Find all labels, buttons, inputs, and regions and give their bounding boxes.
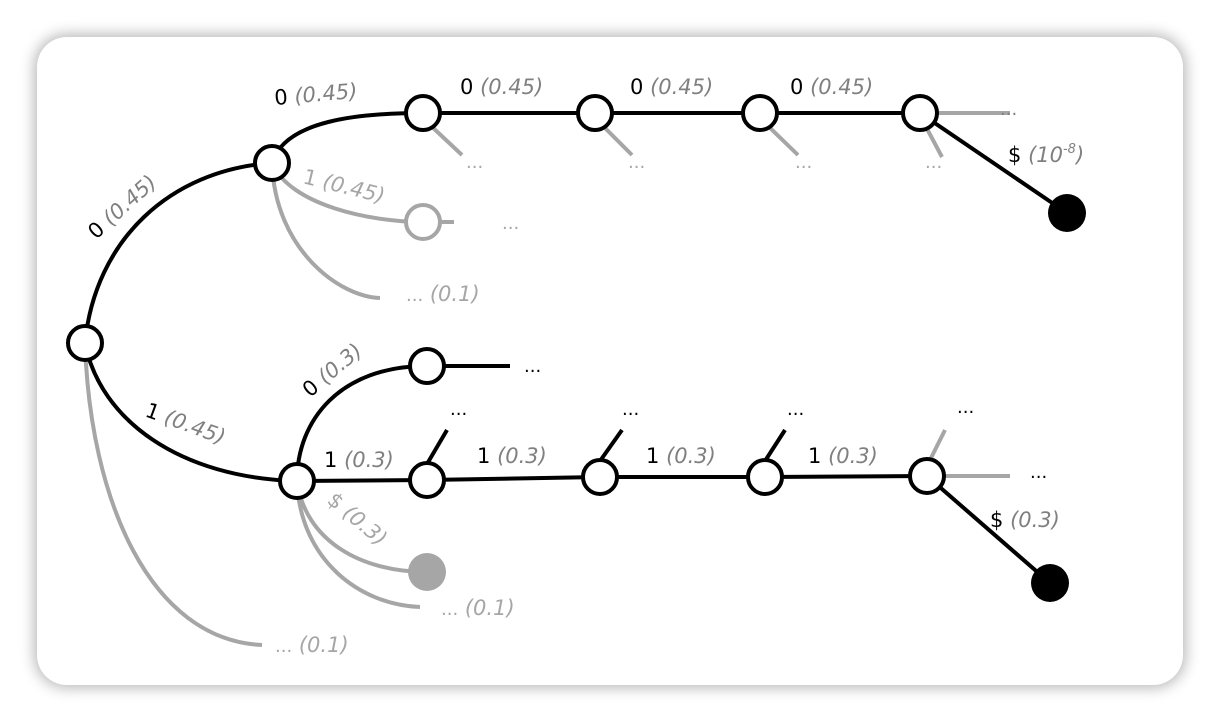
node-c [408,347,446,385]
ellipsis-top2: ... [628,152,645,173]
label-b-c: 0 (0.3) [298,339,367,402]
edge-b-other [295,480,421,609]
ellipsis-bot3: ... [787,399,804,420]
edge-root-b [83,342,298,483]
ellipsis-top3: ... [795,152,812,173]
label-root-a: 0 (0.45) [83,170,161,244]
ellipsis-top1: ... [466,152,483,173]
node-top4 [901,94,939,132]
ellipsis-bot4: ... [957,397,974,418]
label-bot3-bot4: 1 (0.3) [808,444,878,468]
node-top1 [404,94,442,132]
node-bot4 [908,457,946,495]
label-a-top1: 0 (0.45) [273,79,358,110]
stub-top2 [600,123,634,157]
label-bot2-bot3: 1 (0.3) [646,444,716,468]
edge-a-other [270,162,381,300]
edge-bottom-end [925,474,1052,585]
label-top1-top2: 0 (0.45) [460,75,543,99]
root-node [66,324,104,362]
edge-top-end [918,111,1069,215]
label-top2-top3: 0 (0.45) [630,75,713,99]
node-bot3 [746,458,784,496]
label-bot1-bot2: 1 (0.3) [477,444,547,468]
node-top2 [576,94,614,132]
node-a [253,144,291,182]
label-b-other: ... (0.1) [441,596,515,620]
node-gray [404,203,442,241]
label-b-bot1: 1 (0.3) [324,448,394,472]
ellipsis-bot4-right: ... [1030,462,1047,483]
node-bot1 [408,461,446,499]
stub-top3 [765,123,800,157]
edge-a-top1 [270,111,424,164]
ellipsis-top4-right: ... [1000,99,1017,120]
label-b-end: $ (0.3) [323,487,392,550]
stub-bot4 [928,429,947,461]
terminal-node-gray [408,553,446,591]
ellipsis-c: ... [524,356,541,377]
stub-bot2 [598,428,624,463]
stub-top1 [428,123,464,157]
terminal-node-bottom [1031,564,1069,602]
stub-bot3 [763,428,787,463]
label-top3-top4: 0 (0.45) [790,75,873,99]
edge-b-c [295,364,428,482]
node-top3 [741,94,779,132]
diagram-card [37,37,1183,685]
terminal-node-top [1048,194,1086,232]
stub-bot1 [425,428,449,466]
label-bot-end: $ (0.3) [990,508,1060,532]
label-root-other: ... (0.1) [275,633,349,657]
edge-b-end [295,480,428,574]
edge-root-a [83,161,273,344]
label-a-other: ... (0.1) [406,282,480,306]
ellipsis-top4: ... [925,152,942,173]
node-b [278,462,316,500]
node-bot2 [581,458,619,496]
label-top-end: $ (10-8) [1008,142,1084,167]
stub-top4 [923,124,944,158]
ellipsis-bot2: ... [622,399,639,420]
edge-root-other [83,342,263,647]
ellipsis-gray-node: ... [502,213,519,234]
ellipsis-bot1: ... [450,399,467,420]
